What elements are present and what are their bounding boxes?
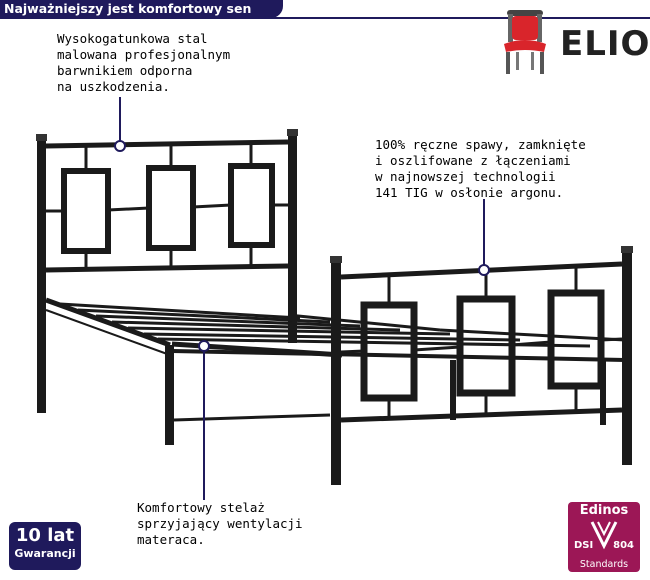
warranty-badge: 10 lat Gwarancji [9, 522, 81, 570]
chair-logo-icon [504, 10, 546, 74]
warranty-years: 10 lat [15, 525, 75, 546]
certificate-right-code: 804 [613, 540, 634, 551]
warranty-label: Gwarancji [14, 547, 76, 560]
annotation-welds: 100% ręczne spawy, zamknięte i oszlifowa… [375, 137, 586, 200]
certificate-chevron-icon [590, 521, 618, 550]
callout-dot-headboard [114, 140, 126, 152]
annotation-material: Wysokogatunkowa stal malowana profesjona… [57, 31, 231, 94]
certificate-left-code: DSI [574, 540, 594, 551]
certificate-brand: Edinos [579, 503, 629, 518]
callout-dot-footboard [478, 264, 490, 276]
callout-dot-slats [198, 340, 210, 352]
banner-underline [0, 17, 650, 19]
certificate-standards: Standards [579, 559, 629, 570]
annotation-slats: Komfortowy stelaż sprzyjający wentylacji… [137, 500, 303, 547]
certificate-badge: Edinos DSI 804 Standards [568, 502, 640, 572]
banner-title: Najważniejszy jest komfortowy sen [0, 0, 283, 18]
brand-logo-text: ELIOR [560, 24, 650, 64]
